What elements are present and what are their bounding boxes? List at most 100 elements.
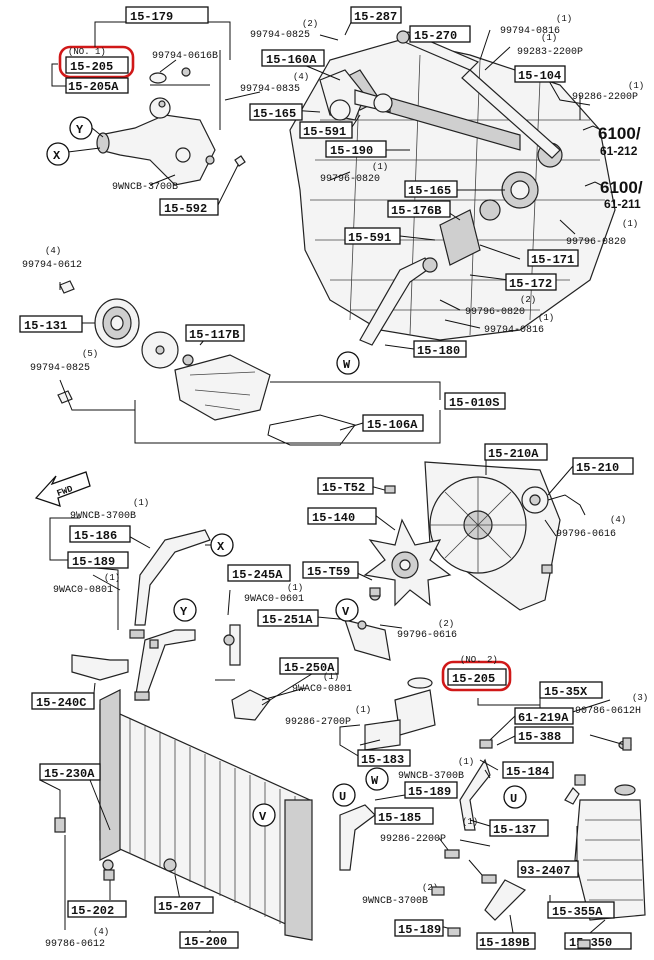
callout-15-160a: 15-160A — [266, 53, 317, 67]
callout-15-185: 15-185 — [378, 811, 421, 825]
bolts-and-clamps — [54, 485, 632, 949]
highlight-ring-bottom — [441, 660, 512, 692]
qty-5: (1) — [628, 81, 644, 91]
qty-13: (5) — [82, 349, 98, 359]
callout-15-180: 15-180 — [417, 344, 460, 358]
callout-61-219a: 61-219A — [518, 711, 569, 725]
callout-15-137: 15-137 — [493, 823, 536, 837]
connector-y-top: Y — [76, 123, 84, 137]
fastener-6: 99283-2200P — [517, 47, 583, 58]
fastener-22: 9WNCB-3700B — [398, 771, 464, 782]
qty-8: (1) — [538, 313, 554, 323]
qty-25: (4) — [93, 927, 109, 937]
callout-15-210: 15-210 — [576, 461, 619, 475]
fastener-1: 99794-0825 — [250, 30, 310, 41]
callout-15-165-a: 15-165 — [253, 107, 296, 121]
fastener-5: 99794-0816 — [500, 26, 560, 37]
callout-15-205-top: 15-205 — [70, 60, 113, 74]
fastener-17: 99796-0616 — [556, 529, 616, 540]
qty-16: (1) — [323, 672, 339, 682]
fastener-24: 9WNCB-3700B — [362, 896, 428, 907]
callout-15-250a: 15-250A — [284, 661, 335, 675]
ref-6100-b: 6100/ — [600, 178, 643, 197]
callout-15-251a: 15-251A — [262, 613, 313, 627]
qty-24: (2) — [422, 883, 438, 893]
callouts-bottom: 15-210A 15-T52 15-210 15-140 15-186 15-1… — [31, 443, 634, 950]
radiator-illustration — [99, 689, 313, 941]
callout-15-184: 15-184 — [506, 765, 549, 779]
qty-10: (4) — [45, 246, 61, 256]
qty-15: (1) — [287, 583, 303, 593]
fastener-15: 9WAC0-0801 — [53, 585, 113, 596]
callout-15-190: 15-190 — [330, 144, 373, 158]
fastener-2: 99794-0616B — [152, 51, 218, 62]
fastener-12: 99794-0816 — [484, 325, 544, 336]
callout-15-35x: 15-35X — [544, 685, 588, 699]
fan-blade-illustration — [363, 518, 452, 607]
connectors-bottom: X Y V V W U U — [173, 533, 527, 827]
fastener-18: 99796-0616 — [397, 630, 457, 641]
callout-15-t52: 15-T52 — [322, 481, 365, 495]
connector-v-radiator: V — [259, 810, 267, 824]
fastener-25: 99786-0612 — [45, 939, 105, 950]
qty-6: (1) — [372, 162, 388, 172]
connector-u-right: U — [510, 792, 517, 806]
connector-w-bottom: W — [371, 774, 379, 788]
connector-u-left: U — [339, 790, 346, 804]
callout-15-591-a: 15-591 — [303, 125, 346, 139]
callout-15-210a: 15-210A — [488, 447, 539, 461]
highlight-ring-top — [58, 45, 135, 79]
fastener-labels-top: (2) 99794-0825 99794-0616B (4) 99794-083… — [22, 14, 644, 374]
callout-15-592: 15-592 — [164, 202, 207, 216]
reference-labels: 6100/ 61-212 6100/ 61-211 — [582, 124, 643, 211]
callout-15-230a: 15-230A — [44, 767, 95, 781]
fastener-21: 99286-2700P — [285, 717, 351, 728]
callout-15-131: 15-131 — [24, 319, 67, 333]
qty-9: (2) — [520, 295, 536, 305]
callout-15-189-c: 15-189 — [398, 923, 441, 937]
callout-15-205a: 15-205A — [68, 80, 119, 94]
callout-15-117b: 15-117B — [189, 328, 239, 342]
fastener-23: 99286-2200P — [380, 834, 446, 845]
coolant-reservoir-illustration — [564, 740, 646, 921]
qty-22: (1) — [462, 817, 478, 827]
callout-15-240c: 15-240C — [36, 696, 86, 710]
no-mark-top: (NO. 1) — [68, 47, 106, 57]
fastener-14: 9WNCB-3700B — [70, 511, 136, 522]
fan-shroud-illustration — [424, 461, 586, 611]
qty-1: (2) — [302, 19, 318, 29]
callout-93-2407: 93-2407 — [520, 864, 570, 878]
callouts-top: 15-179 (NO. 1) 15-205 15-205A 15-287 15-… — [19, 6, 579, 432]
fastener-7: 99286-2200P — [572, 92, 638, 103]
fastener-19: 9WAC0-0801 — [292, 684, 352, 695]
callout-15-200: 15-200 — [184, 935, 227, 949]
connector-y-bottom: Y — [180, 605, 188, 619]
qty-18: (2) — [438, 619, 454, 629]
callout-15-189-a: 15-189 — [72, 555, 115, 569]
water-temp-switch-illustration — [364, 677, 436, 751]
lower-water-hose-illustration — [359, 257, 438, 346]
no-mark-bottom: (NO. 2) — [460, 655, 498, 665]
callout-15-287: 15-287 — [354, 10, 397, 24]
water-pump-illustration — [141, 331, 356, 446]
fastener-10: 99794-0612 — [22, 260, 82, 271]
callout-15-010s: 15-010S — [449, 396, 499, 410]
callout-15-106a: 15-106A — [367, 418, 418, 432]
qty-7: (1) — [622, 219, 638, 229]
callout-15-207: 15-207 — [158, 900, 201, 914]
callout-15-205-bottom: 15-205 — [452, 672, 495, 686]
ref-61-212: 61-212 — [600, 144, 638, 158]
thermostat-housing-illustration — [319, 69, 393, 121]
callout-15-104: 15-104 — [518, 69, 561, 83]
callout-15-140: 15-140 — [312, 511, 355, 525]
callout-15-591-b: 15-591 — [348, 231, 391, 245]
fastener-labels-bottom: (1) 9WNCB-3700B (1) 9WAC0-0801 (1) 9WAC0… — [45, 498, 648, 950]
connector-w-top: W — [343, 358, 351, 372]
qty-19: (1) — [355, 705, 371, 715]
fastener-11: 99796-0820 — [465, 307, 525, 318]
qty-17: (4) — [610, 515, 626, 525]
ref-61-211: 61-211 — [604, 197, 641, 211]
callout-15-355a: 15-355A — [552, 905, 603, 919]
qty-21: (1) — [458, 757, 474, 767]
callout-15-179: 15-179 — [130, 10, 173, 24]
